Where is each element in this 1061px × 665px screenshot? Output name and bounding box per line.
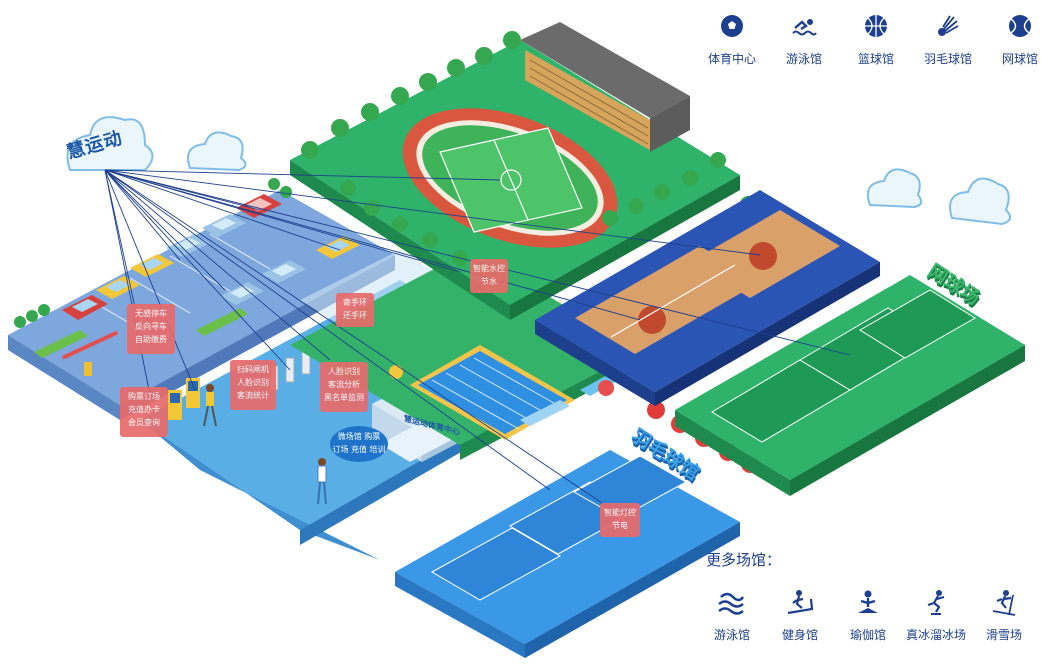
yoga-icon <box>853 588 883 618</box>
person <box>317 458 327 505</box>
ice-skating-icon <box>921 588 951 618</box>
nav-label: 体育中心 <box>707 52 756 66</box>
kiosk <box>186 378 200 408</box>
more-skiing[interactable]: 滑雪场 <box>970 588 1038 643</box>
service-bubble: 微场馆 购票订场 充值 培训 <box>330 426 388 462</box>
more-venues-nav: 游泳馆 健身馆 瑜伽馆 真冰溜冰场 滑雪场 <box>698 588 1038 643</box>
parking-callout: 无感停车反向寻车自助缴费 <box>127 304 175 354</box>
tennis-ball-icon <box>1006 12 1034 40</box>
basketball-court <box>535 190 880 406</box>
trees <box>14 31 756 328</box>
car <box>220 282 264 305</box>
more-label: 游泳馆 <box>713 628 750 642</box>
cloud-icon <box>949 177 1012 226</box>
nav-badminton[interactable]: 羽毛球馆 <box>912 12 984 67</box>
kiosk-callout: 购票订场充值办卡会员查询 <box>120 387 168 437</box>
nav-label: 篮球馆 <box>857 52 894 66</box>
nav-sports-center[interactable]: 体育中心 <box>696 12 768 67</box>
locker-callout: 寄手环还手环 <box>336 293 374 327</box>
venue-nav: 体育中心 游泳馆 篮球馆 羽毛球馆 网球馆 <box>696 12 1056 67</box>
nav-tennis[interactable]: 网球馆 <box>984 12 1056 67</box>
stadium <box>290 22 740 320</box>
person <box>203 384 217 427</box>
shuttlecock-icon <box>934 12 962 40</box>
cloud-icon <box>66 116 154 171</box>
network-lines <box>104 169 851 516</box>
more-label: 瑜伽馆 <box>849 628 886 642</box>
cloud-icon <box>186 131 247 172</box>
car <box>202 214 246 237</box>
water-control-callout: 智能水控节水 <box>470 259 508 293</box>
kiosk <box>168 390 182 420</box>
treadmill-icon <box>785 588 815 618</box>
more-ice-skating[interactable]: 真冰溜冰场 <box>902 588 970 643</box>
more-label: 滑雪场 <box>985 628 1022 642</box>
more-label: 真冰溜冰场 <box>905 628 966 642</box>
nav-label: 羽毛球馆 <box>923 52 972 66</box>
cloud-icon <box>866 168 923 209</box>
nav-label: 游泳馆 <box>785 52 822 66</box>
nav-label: 网球馆 <box>1001 52 1038 66</box>
car <box>130 254 174 277</box>
tennis-court <box>675 275 1025 496</box>
more-swimming[interactable]: 游泳馆 <box>698 588 766 643</box>
skiing-icon <box>989 588 1019 618</box>
light-control-callout: 智能灯控节电 <box>600 503 640 537</box>
more-yoga[interactable]: 瑜伽馆 <box>834 588 902 643</box>
face-recognition-callout: 人脸识别客流分析黑名单监测 <box>320 362 368 412</box>
more-gym[interactable]: 健身馆 <box>766 588 834 643</box>
turnstile-callout: 扫码闸机人脸识别客流统计 <box>230 360 276 410</box>
nav-basketball[interactable]: 篮球馆 <box>840 12 912 67</box>
swimming-wave-icon <box>717 588 747 618</box>
swimmer-icon <box>790 12 818 40</box>
more-label: 健身馆 <box>781 628 818 642</box>
soccer-ball-icon <box>718 12 746 40</box>
car <box>262 260 306 283</box>
car <box>316 236 360 259</box>
nav-swimming[interactable]: 游泳馆 <box>768 12 840 67</box>
basketball-icon <box>862 12 890 40</box>
car <box>62 295 108 320</box>
more-venues-title: 更多场馆： <box>706 551 782 569</box>
